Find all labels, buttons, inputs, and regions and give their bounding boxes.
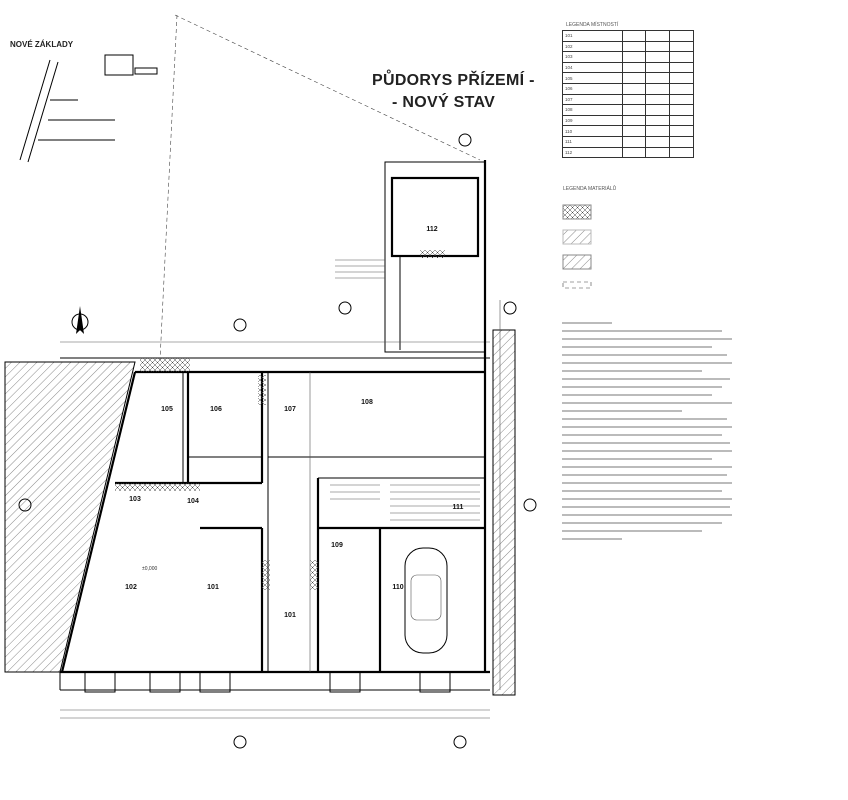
drawing-title-line2: - NOVÝ STAV <box>392 94 496 111</box>
room-table-row: 111 <box>562 135 694 148</box>
dimension-lines <box>60 300 501 719</box>
room-number: 112 <box>426 226 437 233</box>
room-table-cell <box>621 114 647 127</box>
room-table-cell <box>621 61 647 74</box>
room-table-cell: 110 <box>562 125 623 137</box>
room-table-cell <box>645 61 671 74</box>
room-table-row: 112 <box>562 146 694 159</box>
room-table-cell <box>669 146 694 159</box>
room-table-cell <box>669 30 694 42</box>
room-labels: 105 106 107 108 103 104 102 101 101 109 … <box>125 226 463 619</box>
section-markers <box>18 133 537 749</box>
room-table-cell <box>621 104 647 116</box>
room-number: 102 <box>125 584 137 591</box>
room-table-cell <box>669 82 694 95</box>
room-number: 108 <box>361 399 373 406</box>
room-table-row: 101 <box>562 30 694 42</box>
room-table-cell <box>669 125 694 137</box>
room-table-cell: 112 <box>562 146 623 159</box>
drawing-title-line1: PŮDORYS PŘÍZEMÍ - <box>372 72 535 89</box>
room-table-row: 103 <box>562 51 694 63</box>
detail-title: NOVÉ ZÁKLADY <box>10 40 74 49</box>
room-table-cell <box>621 82 647 95</box>
room-table-cell: 103 <box>562 51 623 63</box>
room-table-cell <box>669 93 694 106</box>
room-table-row: 107 <box>562 93 694 106</box>
room-number: 106 <box>210 406 222 413</box>
room-table-cell <box>621 40 647 53</box>
room-table-row: 102 <box>562 40 694 53</box>
foundation-detail <box>19 54 158 163</box>
room-table-cell <box>621 135 647 148</box>
room-table-cell <box>645 114 671 127</box>
room-table-cell: 102 <box>562 40 623 53</box>
level-mark: ±0,000 <box>142 566 157 572</box>
room-number: 104 <box>187 498 199 505</box>
room-table-cell <box>645 125 671 137</box>
walls <box>59 160 490 691</box>
car-icon <box>404 547 448 654</box>
room-table-cell <box>669 104 694 116</box>
north-arrow-icon <box>71 306 89 334</box>
room-number: 101 <box>284 612 296 619</box>
room-number: 103 <box>129 496 141 503</box>
room-table-row: 108 <box>562 104 694 116</box>
neighbor-left-hatch <box>4 361 136 673</box>
room-table-cell <box>669 51 694 63</box>
room-table-cell <box>669 135 694 148</box>
room-table-cell: 104 <box>562 61 623 74</box>
room-table-cell <box>645 135 671 148</box>
room-table-cell <box>669 40 694 53</box>
room-table-row: 110 <box>562 125 694 137</box>
room-table-cell <box>669 114 694 127</box>
room-112-block <box>335 161 486 353</box>
room-table-cell <box>621 125 647 137</box>
room-number: 110 <box>392 584 403 591</box>
room-table-cell <box>645 30 671 42</box>
room-table-cell <box>645 104 671 116</box>
room-table-cell <box>621 93 647 106</box>
room-number: 109 <box>331 542 343 549</box>
room-table-row: 105 <box>562 72 694 84</box>
room-number: 111 <box>453 504 464 511</box>
neighbor-right-hatch <box>492 329 516 696</box>
room-table-cell <box>645 82 671 95</box>
room-table-row: 104 <box>562 61 694 74</box>
room-number: 101 <box>207 584 219 591</box>
room-table-title: LEGENDA MÍSTNOSTÍ <box>566 22 619 28</box>
room-table-cell <box>645 93 671 106</box>
room-table-cell: 108 <box>562 104 623 116</box>
room-table-cell: 107 <box>562 93 623 106</box>
room-table-cell <box>645 40 671 53</box>
room-table-cell <box>645 146 671 159</box>
legend-title: LEGENDA MATERIÁLŮ <box>563 186 617 192</box>
room-table-cell <box>621 72 647 84</box>
room-table-row: 109 <box>562 114 694 127</box>
room-table-cell <box>669 61 694 74</box>
room-table-cell <box>621 51 647 63</box>
room-table-cell: 111 <box>562 135 623 148</box>
room-number: 105 <box>161 406 173 413</box>
room-table-cell <box>645 72 671 84</box>
room-table-cell: 101 <box>562 30 623 42</box>
room-table-cell <box>621 30 647 42</box>
room-table-cell: 109 <box>562 114 623 127</box>
room-table-cell <box>621 146 647 159</box>
room-table-cell <box>645 51 671 63</box>
site-boundary <box>159 14 481 361</box>
room-number: 107 <box>284 406 296 413</box>
staircase <box>330 484 480 521</box>
room-table-cell: 106 <box>562 82 623 95</box>
room-table-row: 106 <box>562 82 694 95</box>
room-table-cell: 105 <box>562 72 623 84</box>
facade-windows <box>84 672 451 693</box>
material-legend-swatches <box>562 204 592 289</box>
room-table-cell <box>669 72 694 84</box>
